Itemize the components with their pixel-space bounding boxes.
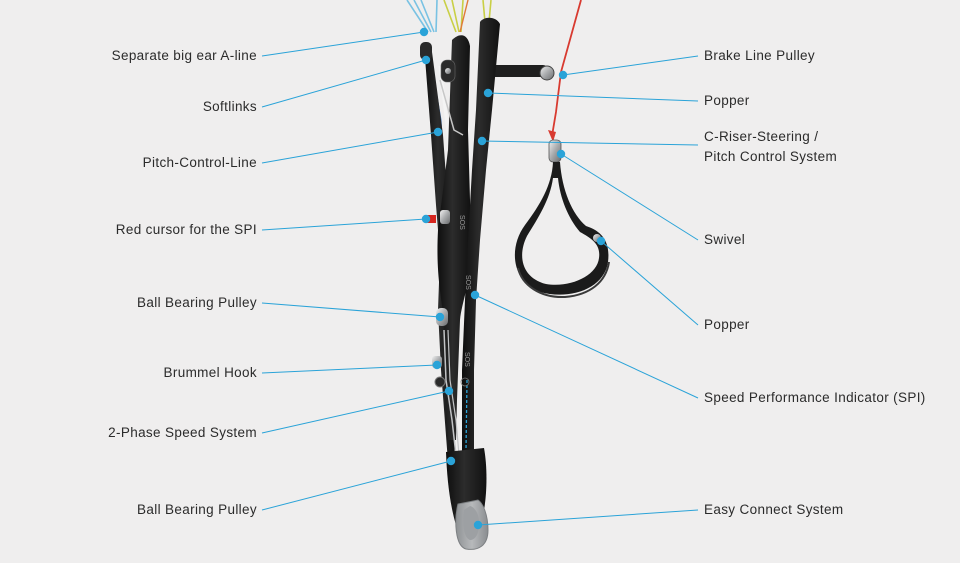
two-phase-speed-system-leader (261, 390, 450, 434)
label-speed-performance-indicator: Speed Performance Indicator (SPI) (704, 388, 926, 408)
popper-lower-leader (600, 240, 699, 326)
riser-assembly: SOS SOS SOS (420, 17, 500, 550)
swivel-marker (556, 149, 566, 159)
brake-handle-bottom-edge (517, 261, 610, 299)
brummel-ball (434, 376, 446, 388)
pulley-bolt (445, 68, 451, 74)
popper-lower-marker (596, 236, 606, 246)
label-popper-lower: Popper (704, 315, 750, 335)
brake-line-knot (548, 130, 556, 142)
label-brummel-hook: Brummel Hook (163, 365, 257, 380)
ball-bearing-pulley-lower-marker (446, 456, 456, 466)
softlinks-leader (261, 59, 427, 108)
c-line-yellow (482, 0, 486, 23)
red-cursor-spi-marker (421, 214, 431, 224)
speed-performance-indicator-marker (470, 290, 480, 300)
riser-print-upper: SOS (458, 215, 465, 230)
brake-line-pulley-marker (558, 70, 568, 80)
a-line-blue (413, 0, 432, 33)
label-brake-line-pulley-line-1: Brake Line Pulley (704, 48, 816, 63)
swivel-leader (560, 153, 699, 241)
label-ball-bearing-pulley-lower: Ball Bearing Pulley (137, 502, 257, 517)
label-separate-big-ear-a-line: Separate big ear A-line (111, 48, 257, 63)
label-speed-performance-indicator-line-1: Speed Performance Indicator (SPI) (704, 390, 926, 405)
popper-upper-marker (483, 88, 493, 98)
speed-line-2 (447, 329, 460, 456)
a-line-blue (406, 0, 429, 33)
c-riser-webbing (462, 17, 500, 456)
b-line-yellow (443, 0, 457, 33)
label-c-riser-steering: C-Riser-Steering / Pitch Control System (704, 127, 837, 167)
b-line-yellow (451, 0, 460, 33)
callout-lines (261, 27, 699, 530)
suspension-lines (406, 0, 492, 33)
label-softlinks: Softlinks (202, 99, 257, 114)
pitch-control-line-leader (261, 131, 439, 164)
pitch-control-line-marker (433, 127, 443, 137)
speed-clip-1 (440, 210, 450, 224)
riser-logo-ring (460, 377, 470, 387)
label-red-cursor-spi: Red cursor for the SPI (115, 222, 257, 237)
red-cursor-spi-leader (261, 218, 427, 231)
a-line-blue (420, 0, 435, 33)
label-easy-connect-system: Easy Connect System (704, 500, 843, 520)
brake-pulley-arm (488, 65, 548, 77)
label-ball-bearing-pulley-upper: Ball Bearing Pulley (137, 295, 257, 310)
softlinks-marker (421, 55, 431, 65)
a-line-blue (435, 0, 438, 33)
label-easy-connect-system-line-1: Easy Connect System (704, 502, 844, 517)
separate-big-ear-a-line-leader (261, 31, 425, 57)
brummel-hook-marker (432, 360, 442, 370)
speed-performance-indicator-leader (474, 294, 699, 399)
label-brake-line-pulley: Brake Line Pulley (704, 46, 815, 66)
brake-handle-inner (522, 178, 600, 285)
b-riser-webbing (437, 35, 471, 440)
brake-pulley-wheel (539, 65, 555, 81)
label-popper-upper: Popper (704, 91, 750, 111)
riser-print-bottom: SOS (463, 352, 470, 367)
c-riser-steering-marker (477, 136, 487, 146)
label-pitch-control-line: Pitch-Control-Line (142, 155, 257, 170)
popper-upper-leader (487, 92, 699, 102)
ball-bearing-pulley-upper-marker (435, 312, 445, 322)
softlink-white (438, 65, 452, 151)
easy-connect-loop-hole (463, 506, 480, 540)
label-popper-lower-line-1: Popper (704, 317, 750, 332)
easy-connect-system-leader (477, 509, 699, 526)
label-two-phase-speed-system: 2-Phase Speed System (108, 425, 257, 440)
easy-connect-system-marker (473, 520, 483, 530)
ball-bearing-pulley-upper-leader (261, 302, 441, 318)
label-c-riser-steering-line-1: C-Riser-Steering / (704, 129, 819, 144)
c-riser-steering-leader (481, 140, 699, 146)
brummel-hook-leader (261, 364, 438, 374)
spi-scale-line (465, 379, 468, 451)
pitch-control-line-path (439, 79, 464, 136)
ball-bearing-pulley-lower-leader (261, 460, 452, 511)
riser-print-lower: SOS (464, 275, 471, 290)
brake-line-pulley-leader (562, 55, 699, 76)
label-popper-upper-line-1: Popper (704, 93, 750, 108)
speed-line-1 (443, 329, 457, 456)
label-swivel-line-1: Swivel (704, 232, 746, 247)
two-phase-speed-system-marker (444, 386, 454, 396)
brake-line (551, 0, 582, 137)
red-cursor (426, 215, 436, 223)
label-c-riser-steering-line-2: Pitch Control System (704, 149, 838, 164)
softlink-ring (420, 42, 432, 60)
pitch-line-orange (459, 0, 469, 33)
brake-system (488, 0, 610, 299)
separate-big-ear-a-line-marker (419, 27, 429, 37)
label-swivel: Swivel (704, 230, 745, 250)
